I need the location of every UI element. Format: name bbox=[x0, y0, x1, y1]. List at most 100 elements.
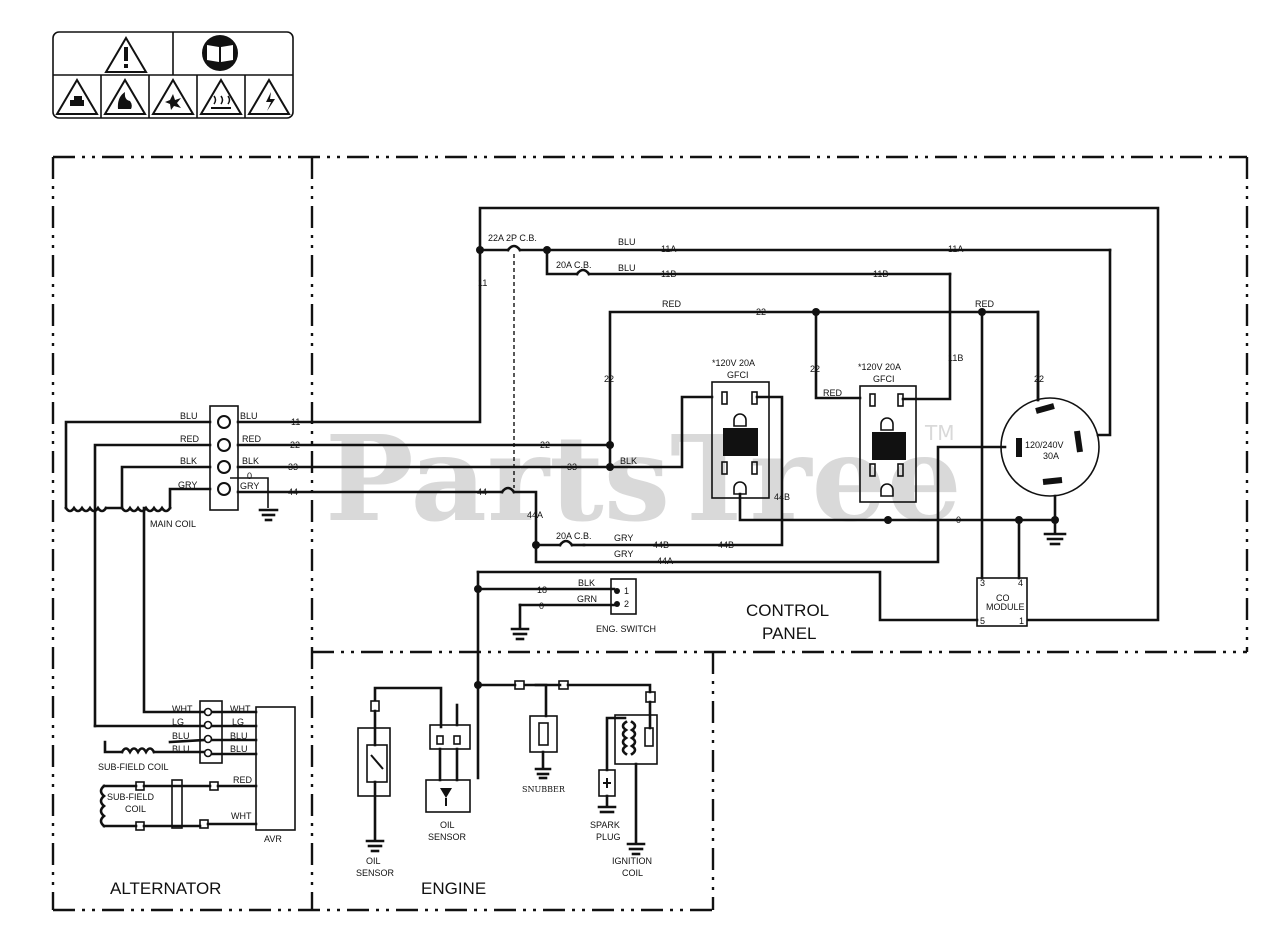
svg-text:ENG. SWITCH: ENG. SWITCH bbox=[596, 624, 656, 634]
svg-text:44B: 44B bbox=[774, 492, 790, 502]
gfci-outlet-2[interactable]: *120V 20A GFCI bbox=[858, 362, 917, 503]
svg-text:120/240V: 120/240V bbox=[1025, 440, 1064, 450]
svg-text:SUB-FIELD COIL: SUB-FIELD COIL bbox=[98, 762, 169, 772]
svg-text:WHT: WHT bbox=[230, 704, 251, 714]
svg-text:GRN: GRN bbox=[577, 594, 597, 604]
svg-text:0: 0 bbox=[247, 471, 252, 481]
control-panel-label: CONTROL bbox=[746, 601, 829, 620]
svg-text:44A: 44A bbox=[527, 510, 543, 520]
avr-module: AVR WHT LG BLU BLU WHT LG BLU BLU SUB-FI… bbox=[93, 506, 296, 844]
svg-text:PLUG: PLUG bbox=[596, 832, 621, 842]
svg-text:44B: 44B bbox=[718, 540, 734, 550]
electric-shock-icon bbox=[247, 78, 291, 115]
watermark-tm: TM bbox=[924, 421, 954, 445]
svg-text:*120V 20A: *120V 20A bbox=[858, 362, 901, 372]
svg-text:BLU: BLU bbox=[618, 237, 636, 247]
twist-lock-outlet[interactable]: 120/240V 30A bbox=[1000, 397, 1100, 497]
svg-text:4: 4 bbox=[1018, 578, 1023, 588]
svg-text:RED: RED bbox=[662, 299, 682, 309]
svg-text:BLK: BLK bbox=[180, 456, 197, 466]
svg-text:IGNITION: IGNITION bbox=[612, 856, 652, 866]
svg-text:11: 11 bbox=[291, 417, 300, 427]
svg-text:BLU: BLU bbox=[172, 731, 190, 741]
svg-text:COIL: COIL bbox=[622, 868, 643, 878]
svg-text:22: 22 bbox=[540, 440, 550, 450]
svg-text:GRY: GRY bbox=[240, 481, 259, 491]
svg-text:3: 3 bbox=[980, 578, 985, 588]
svg-text:LG: LG bbox=[232, 717, 244, 727]
svg-text:RED: RED bbox=[975, 299, 995, 309]
svg-text:GFCI: GFCI bbox=[873, 374, 895, 384]
svg-text:33: 33 bbox=[567, 462, 577, 472]
ignition-coil: IGNITION COIL bbox=[612, 691, 658, 878]
svg-text:*120V 20A: *120V 20A bbox=[712, 358, 755, 368]
svg-text:WHT: WHT bbox=[231, 811, 252, 821]
svg-text:0: 0 bbox=[539, 601, 544, 611]
svg-text:GFCI: GFCI bbox=[727, 370, 749, 380]
svg-text:22A 2P C.B.: 22A 2P C.B. bbox=[488, 233, 537, 243]
svg-text:WHT: WHT bbox=[172, 704, 193, 714]
svg-text:BLK: BLK bbox=[242, 456, 259, 466]
svg-text:SPARK: SPARK bbox=[590, 820, 620, 830]
svg-text:22: 22 bbox=[290, 440, 300, 450]
svg-text:GRY: GRY bbox=[614, 549, 633, 559]
svg-text:20A C.B.: 20A C.B. bbox=[556, 260, 592, 270]
svg-text:11B: 11B bbox=[873, 269, 888, 279]
svg-text:OIL: OIL bbox=[366, 856, 381, 866]
hot-surface-icon bbox=[199, 78, 243, 115]
oil-sensor-module: OIL SENSOR bbox=[425, 703, 471, 842]
svg-text:SENSOR: SENSOR bbox=[356, 868, 395, 878]
svg-text:18: 18 bbox=[537, 585, 547, 595]
co-module: CO MODULE 3 4 5 1 bbox=[476, 310, 1028, 627]
svg-text:1: 1 bbox=[624, 586, 629, 596]
spark-plug: SPARK PLUG bbox=[590, 716, 627, 842]
svg-text:AVR: AVR bbox=[264, 834, 282, 844]
svg-text:SUB-FIELD: SUB-FIELD bbox=[107, 792, 155, 802]
svg-text:44B: 44B bbox=[653, 540, 669, 550]
svg-text:5: 5 bbox=[980, 616, 985, 626]
main-coil: MAIN COIL bbox=[64, 420, 212, 728]
svg-text:BLU: BLU bbox=[180, 411, 198, 421]
svg-text:BLU: BLU bbox=[240, 411, 258, 421]
svg-text:RED: RED bbox=[242, 434, 262, 444]
engine-section-label: ENGINE bbox=[421, 879, 486, 898]
svg-text:RED: RED bbox=[180, 434, 200, 444]
breaker-22a: 22A 2P C.B. 20A C.B. BLU BLU 11A 11B 11A… bbox=[476, 233, 1112, 488]
oil-sensor-float: OIL SENSOR bbox=[356, 686, 443, 878]
svg-text:BLU: BLU bbox=[230, 744, 248, 754]
svg-text:MODULE: MODULE bbox=[986, 602, 1025, 612]
svg-text:20A C.B.: 20A C.B. bbox=[556, 531, 592, 541]
warning-panel bbox=[52, 31, 294, 119]
svg-text:BLU: BLU bbox=[172, 744, 190, 754]
alternator-terminal-block: BLU RED BLK GRY BLU RED BLK GRY 0 bbox=[178, 405, 279, 522]
svg-text:44: 44 bbox=[288, 487, 298, 497]
snubber: SNUBBER bbox=[522, 715, 566, 794]
breaker-20a-44b: 20A C.B. GRY 44B 44B GRY 44A bbox=[532, 445, 1007, 566]
svg-text:11A: 11A bbox=[948, 244, 963, 254]
svg-text:BLU: BLU bbox=[230, 731, 248, 741]
gfci-outlet-1[interactable]: *120V 20A GFCI bbox=[711, 358, 770, 499]
section-boundaries bbox=[51, 155, 1249, 912]
main-coil-label: MAIN COIL bbox=[150, 519, 196, 529]
engine-switch[interactable]: 1 2 ENG. SWITCH 18 0 BLK GRN bbox=[474, 578, 656, 641]
svg-text:1: 1 bbox=[1019, 616, 1024, 626]
svg-text:11B: 11B bbox=[661, 269, 676, 279]
fire-icon bbox=[103, 78, 147, 115]
svg-text:30A: 30A bbox=[1043, 451, 1059, 461]
svg-text:BLK: BLK bbox=[578, 578, 595, 588]
control-panel-label-2: PANEL bbox=[762, 624, 817, 643]
svg-text:COIL: COIL bbox=[125, 804, 146, 814]
svg-text:SNUBBER: SNUBBER bbox=[522, 785, 566, 794]
toxic-fumes-icon bbox=[55, 78, 99, 115]
manual-icon bbox=[202, 35, 238, 71]
svg-text:OIL: OIL bbox=[440, 820, 455, 830]
svg-text:BLK: BLK bbox=[620, 456, 637, 466]
svg-text:22: 22 bbox=[604, 374, 614, 384]
watermark: PartsTree bbox=[325, 409, 962, 548]
alternator-section-label: ALTERNATOR bbox=[110, 879, 221, 898]
svg-text:GRY: GRY bbox=[614, 533, 633, 543]
svg-text:2: 2 bbox=[624, 599, 629, 609]
svg-text:11: 11 bbox=[478, 278, 487, 288]
svg-text:0: 0 bbox=[956, 515, 961, 525]
